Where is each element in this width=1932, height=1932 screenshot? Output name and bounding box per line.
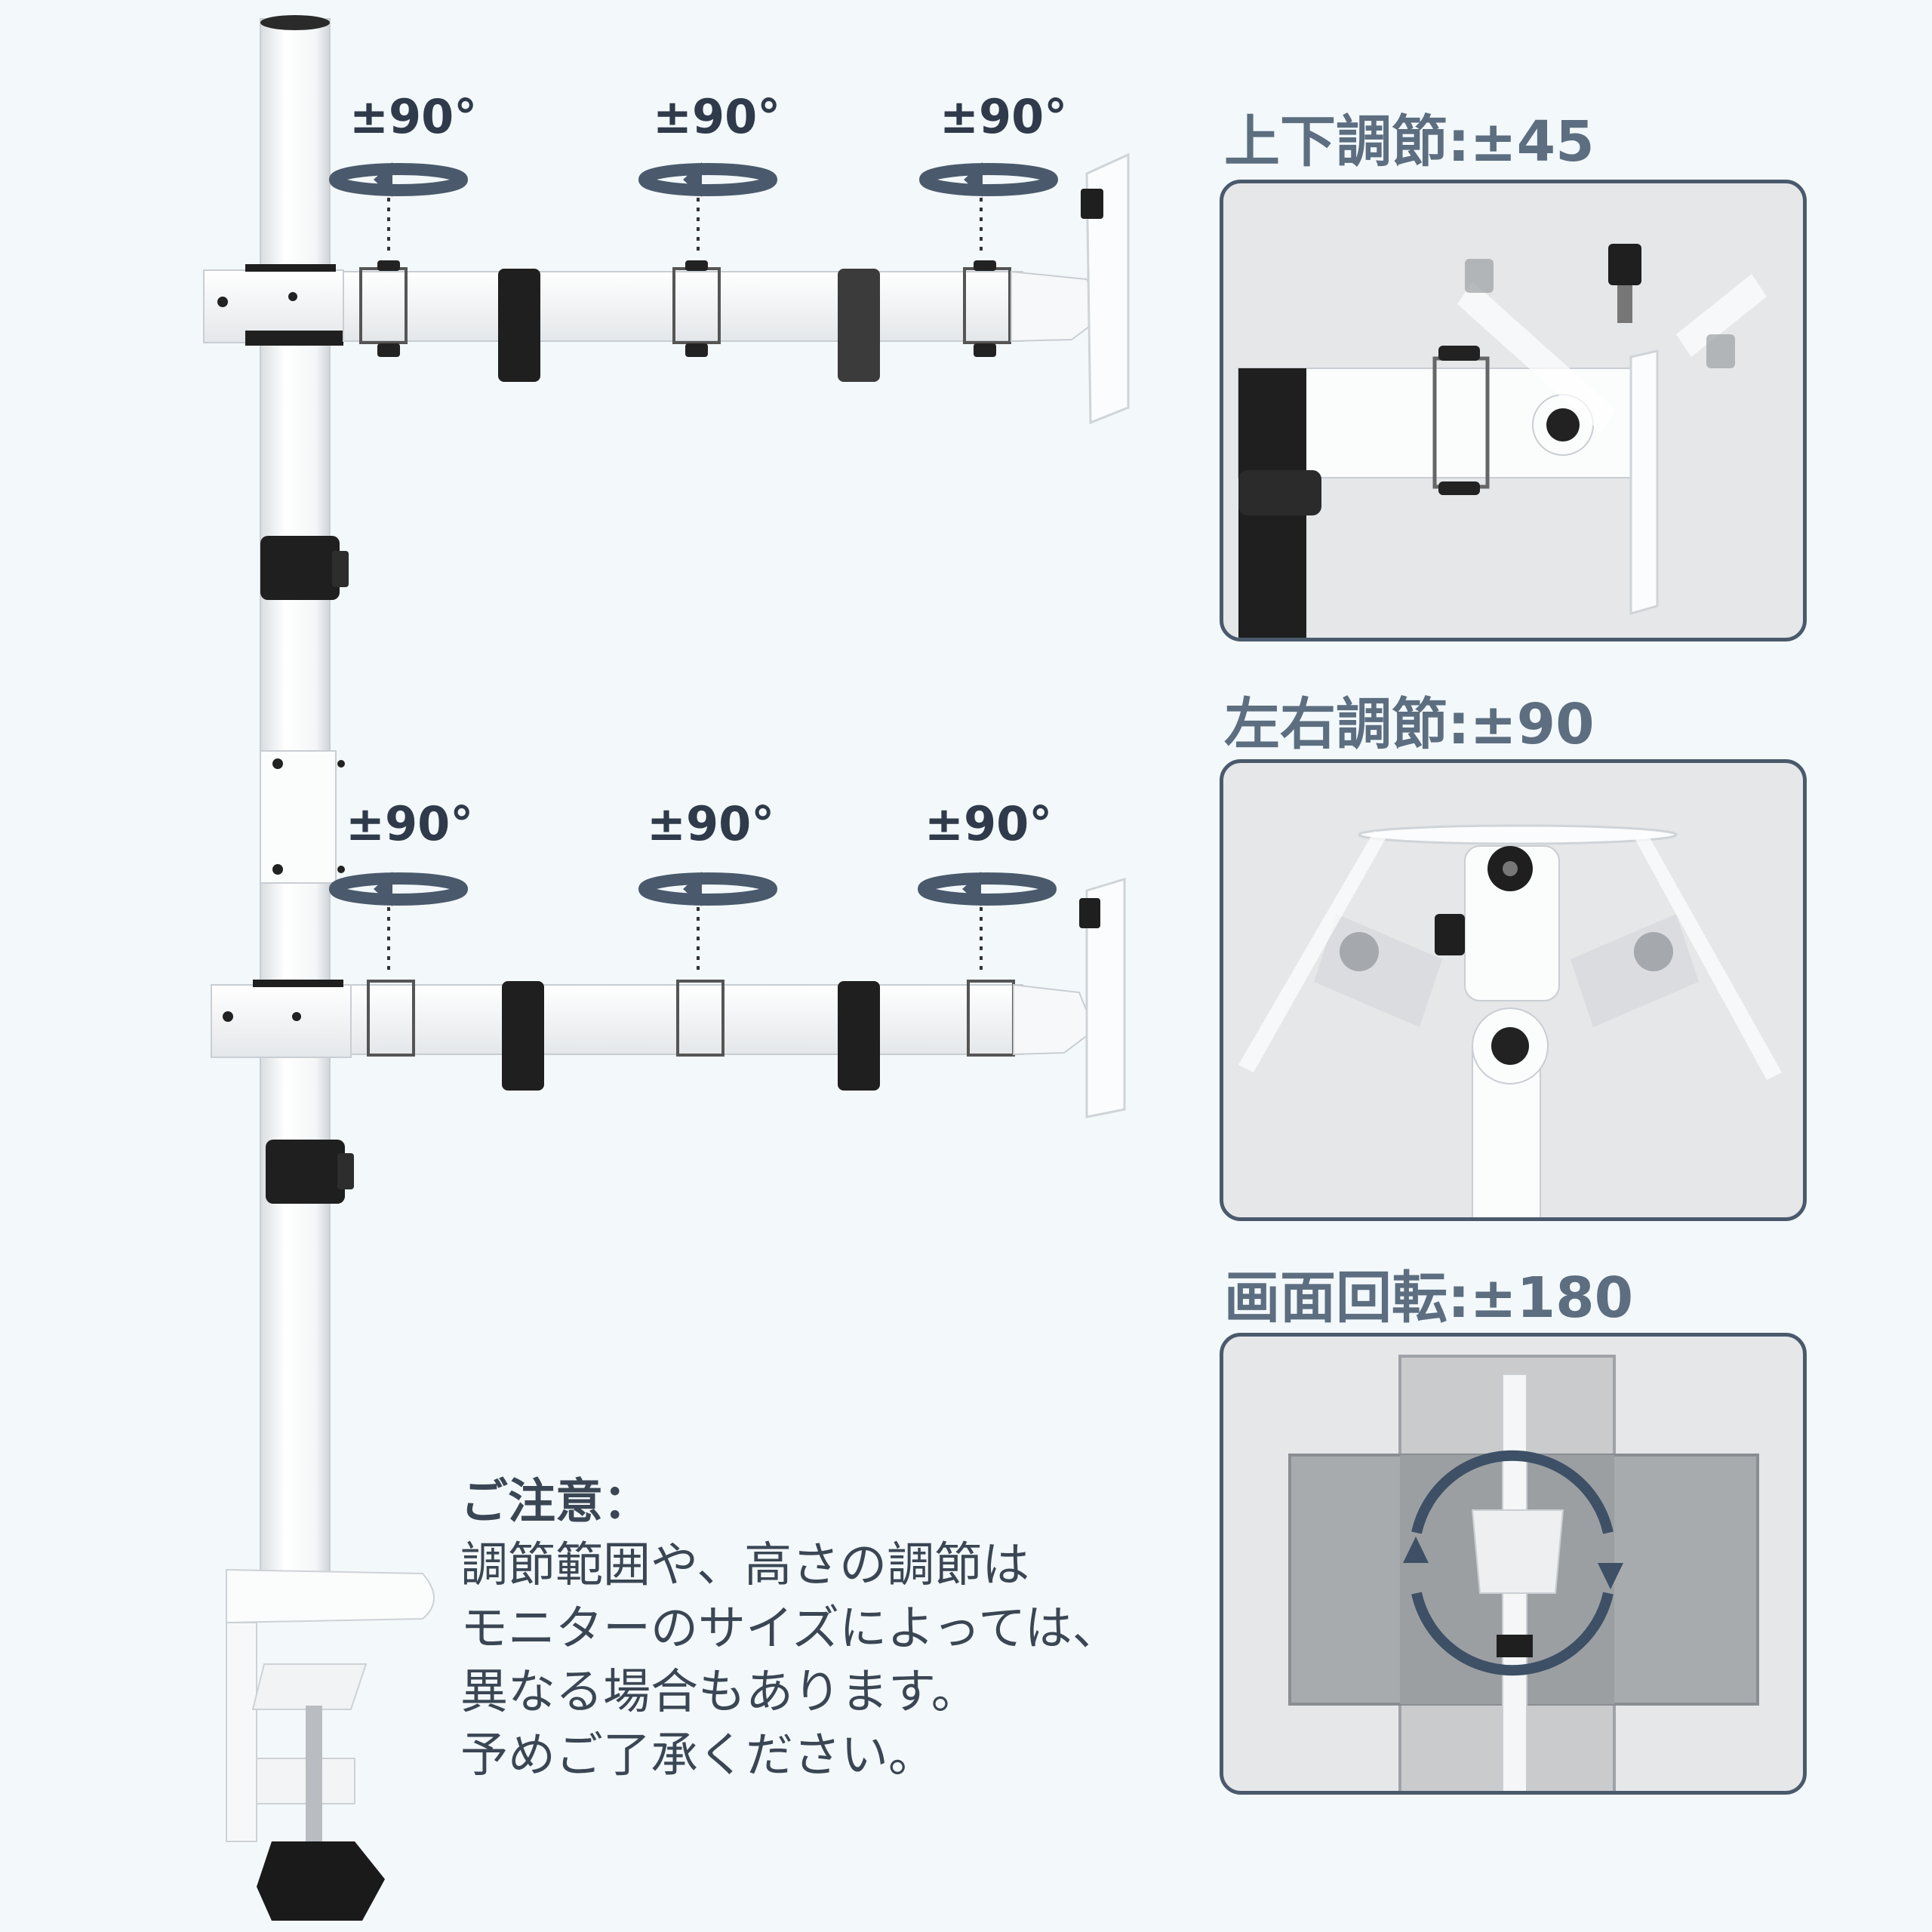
rotation-arrows-upper	[329, 162, 1058, 257]
rotation-detail-illustration	[1288, 1355, 1759, 1791]
rotation-heading: 画面回転:±180	[1224, 1266, 1634, 1331]
caution-note: ご注意： 調節範囲や、高さの調節は モニターのサイズによっては、 異なる場合もあ…	[460, 1470, 1215, 1787]
rotation-label: ±90°	[346, 796, 474, 851]
note-line: 異なる場合もあります。	[460, 1664, 979, 1719]
rotation-label: ±90°	[940, 89, 1068, 144]
note-line: モニターのサイズによっては、	[460, 1601, 1120, 1656]
note-line: 予めご了承ください。	[460, 1727, 936, 1783]
note-title: ご注意：	[460, 1474, 651, 1529]
rotation-arrows-lower	[329, 872, 1057, 970]
swivel-panel	[1220, 759, 1807, 1221]
rotation-label: ±90°	[647, 796, 775, 851]
upper-arm	[203, 152, 1130, 425]
rotation-label: ±90°	[924, 796, 1053, 851]
desk-clamp	[226, 1568, 435, 1921]
tilt-panel	[1220, 180, 1807, 641]
monitor-mount-illustration	[203, 15, 1130, 1921]
swivel-detail-illustration	[1238, 824, 1782, 1217]
pole-collar	[260, 536, 354, 1204]
tilt-detail-illustration	[1238, 244, 1767, 638]
tilt-heading: 上下調節:±45	[1224, 109, 1595, 174]
swivel-heading: 左右調節:±90	[1224, 692, 1595, 757]
note-line: 調節範囲や、高さの調節は	[460, 1537, 1030, 1592]
rotation-label: ±90°	[653, 89, 781, 144]
rotation-panel	[1220, 1333, 1807, 1795]
rotation-label: ±90°	[349, 89, 478, 144]
lower-arm	[211, 877, 1126, 1118]
